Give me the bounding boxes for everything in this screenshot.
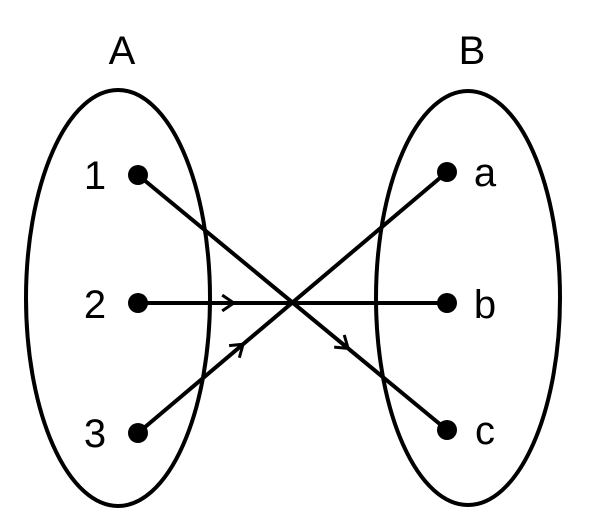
arrowhead-2-b bbox=[221, 293, 237, 313]
set-a-label: A bbox=[109, 29, 136, 73]
element-b-b: b bbox=[474, 283, 496, 327]
point-a-1 bbox=[128, 165, 148, 185]
point-a-3 bbox=[128, 423, 148, 443]
element-b-a: a bbox=[474, 151, 497, 195]
element-a-1: 1 bbox=[84, 154, 106, 198]
arrowhead-3-a bbox=[228, 342, 246, 359]
arrowhead-1-c bbox=[334, 334, 351, 351]
element-b-c: c bbox=[475, 409, 495, 453]
point-b-a bbox=[437, 162, 457, 182]
element-a-2: 2 bbox=[84, 283, 106, 327]
element-a-3: 3 bbox=[84, 412, 106, 456]
point-b-c bbox=[437, 420, 457, 440]
mapping-arrow-3-a bbox=[136, 170, 449, 435]
set-b-label: B bbox=[459, 29, 486, 73]
set-a-ellipse bbox=[24, 88, 212, 508]
point-a-2 bbox=[128, 293, 148, 313]
point-b-b bbox=[437, 293, 457, 313]
set-b-ellipse bbox=[374, 89, 562, 507]
